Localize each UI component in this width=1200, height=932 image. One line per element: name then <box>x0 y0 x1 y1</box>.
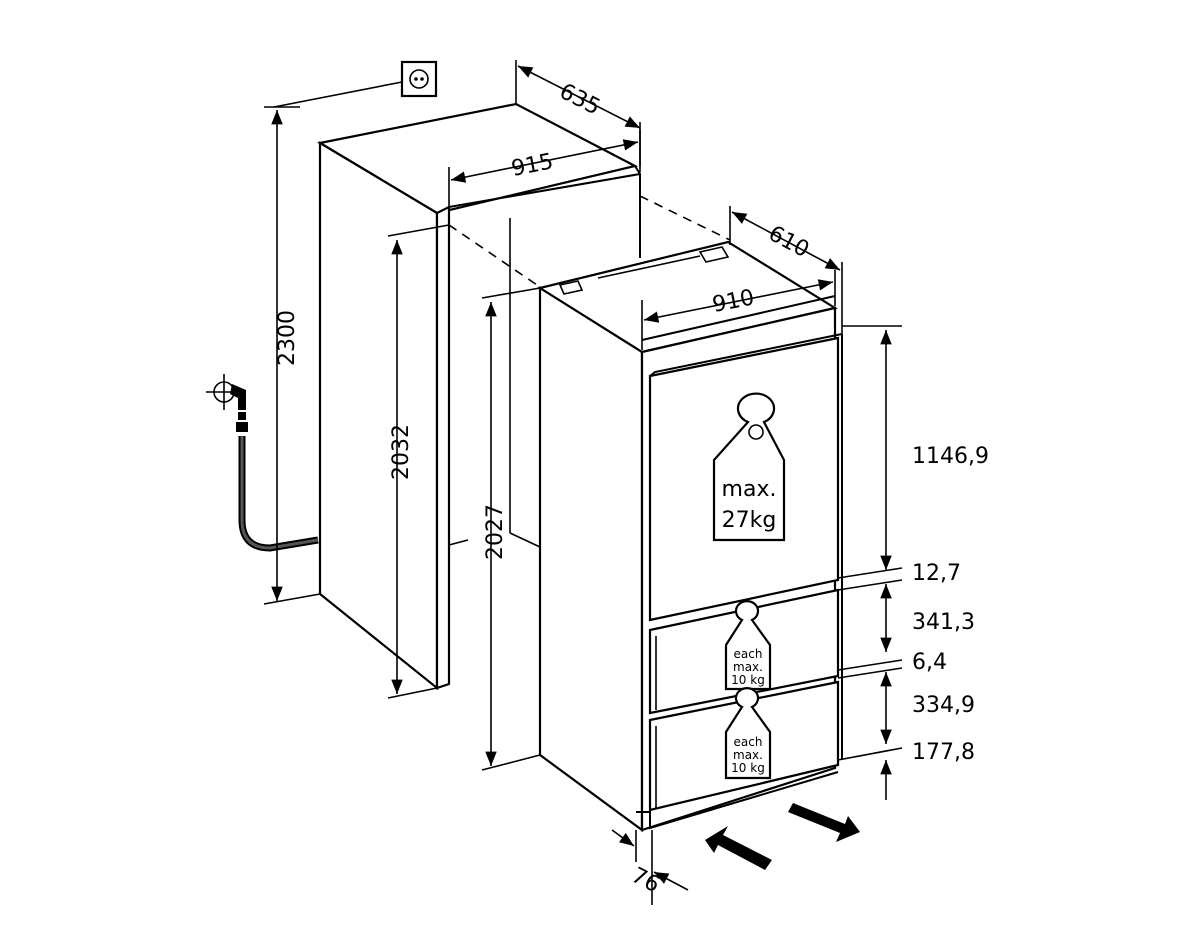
drawer-2-load-line3: 10 kg <box>731 761 765 775</box>
door-offset-label: 76 <box>627 863 663 898</box>
plinth-height-label: 177,8 <box>912 740 975 765</box>
upper-load-line1: max. <box>722 477 777 502</box>
push-in-arrow-icon <box>705 826 772 870</box>
weight-icon-upper: max. 27kg <box>712 392 786 542</box>
drawer-1-load-line1: each <box>734 647 763 661</box>
niche-cabinet <box>316 102 641 691</box>
movement-arrows <box>705 803 860 870</box>
appliance-height-label: 2027 <box>483 504 508 560</box>
drawer-2-height-label: 334,9 <box>912 693 975 718</box>
drawer-2-load-line2: max. <box>733 748 763 762</box>
appliance-body <box>537 240 843 833</box>
upper-door-height-label: 1146,9 <box>912 444 989 469</box>
appliance-depth-label: 610 <box>764 221 813 263</box>
drawer-1-load-line2: max. <box>733 660 763 674</box>
niche-height-label: 2300 <box>275 310 300 366</box>
gap-2-label: 6,4 <box>912 650 947 675</box>
opening-height-label: 2032 <box>389 424 414 480</box>
drawer-1-height-label: 341,3 <box>912 610 975 635</box>
dimension-lines <box>263 60 903 905</box>
gap-1-label: 12,7 <box>912 561 961 586</box>
niche-depth-label: 635 <box>555 79 604 120</box>
weight-icon-drawer-2: each max. 10 kg <box>724 686 772 780</box>
power-socket-icon <box>273 60 438 108</box>
weight-icon-drawer-1: each max. 10 kg <box>724 599 772 691</box>
drawer-1-load-line3: 10 kg <box>731 673 765 687</box>
upper-load-line2: 27kg <box>722 508 777 533</box>
water-tap-icon <box>206 374 319 552</box>
pull-out-arrow-icon <box>788 803 860 842</box>
drawer-2-load-line1: each <box>734 735 763 749</box>
projection-lines <box>448 195 731 288</box>
